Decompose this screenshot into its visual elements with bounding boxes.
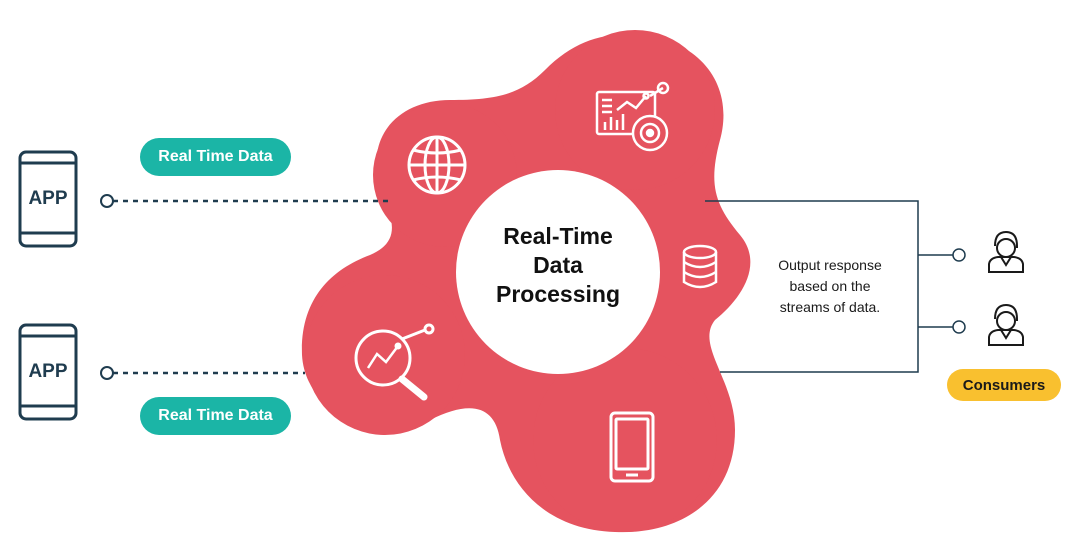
center-title: Real-Time Data Processing [458, 195, 658, 335]
stream-label-top: Real Time Data [140, 138, 291, 176]
output-bracket [705, 200, 966, 373]
center-title-line-2: Data [533, 251, 583, 278]
analytics-search-icon [354, 323, 435, 401]
blob-lobe-left-bottom [305, 275, 465, 435]
connector-dot-bottom [100, 366, 114, 380]
database-icon [682, 244, 718, 289]
consumer-dot-bottom [952, 320, 966, 334]
consumer-icon [988, 230, 1024, 273]
center-title-line-3: Processing [496, 280, 620, 307]
output-description-line-2: based on the [789, 278, 871, 294]
blob-lobe-top [555, 30, 715, 190]
output-description: Output response based on the streams of … [755, 255, 905, 318]
phone-frame [18, 323, 78, 421]
dashboard-analytics-icon [595, 81, 670, 152]
phone-frame [18, 150, 78, 248]
app-label-top: APP [28, 188, 68, 209]
output-description-line-1: Output response [778, 257, 882, 273]
app-device-bottom [18, 323, 78, 421]
stream-label-bottom: Real Time Data [140, 397, 291, 435]
tablet-icon [609, 411, 655, 483]
app-device-top [18, 150, 78, 248]
consumer-dot-top [952, 248, 966, 262]
blob-lobe-bottom [533, 348, 717, 532]
consumer-icon [988, 303, 1024, 346]
input-connectors [100, 194, 392, 380]
app-label-bottom: APP [28, 361, 68, 382]
connector-dot-top [100, 194, 114, 208]
center-circle [456, 170, 660, 374]
globe-icon [407, 135, 467, 195]
bracket-line [705, 200, 919, 373]
center-title-line-1: Real-Time [503, 222, 613, 249]
consumers-label: Consumers [947, 369, 1061, 401]
output-description-line-3: streams of data. [779, 299, 881, 315]
